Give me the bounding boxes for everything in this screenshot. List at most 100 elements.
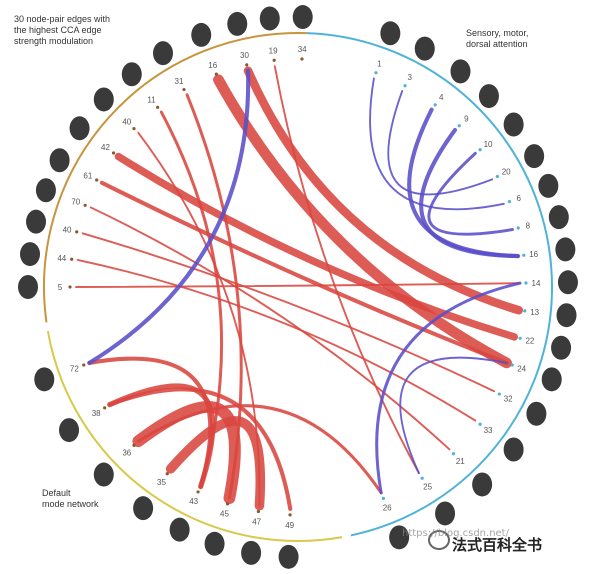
node-label: 40 [122,118,131,127]
node-label: 20 [502,168,511,177]
node-label: 33 [484,426,493,435]
node-dot [433,103,437,107]
brain-thumbnail [551,335,572,360]
node-dot [75,230,79,234]
node-label: 3 [408,73,413,82]
node-dot [196,490,200,494]
node-dot [507,199,511,204]
node-label: 72 [70,364,79,373]
brain-thumbnail [259,6,280,31]
brain-thumbnail [450,59,471,84]
brain-thumbnail [526,401,547,426]
brain-thumbnail [204,531,225,556]
edge-positive [107,383,216,490]
brain-thumbnail [478,84,499,109]
node-label: 6 [516,194,521,203]
edge-negative [419,127,520,259]
brain-thumbnail [26,209,47,234]
brain-thumbnail [20,242,41,267]
node-label: 32 [504,395,513,404]
node-label: 26 [383,504,392,513]
node-labels: 1349102068161413222432332125264947454335… [57,45,541,530]
edge-negative [369,77,505,211]
node-dot [524,281,528,285]
node-dot [478,148,482,152]
brain-thumbnail [241,540,262,565]
edge-positive [165,416,266,511]
brain-thumbnail [503,437,524,462]
edge-positive [243,66,524,315]
node-dot [182,87,186,92]
node-dot [256,509,261,514]
node-label: 13 [530,308,539,317]
brain-thumbnail [503,112,524,137]
edge-positive [75,282,521,288]
node-label: 19 [269,46,278,55]
brain-thumbnail [278,544,299,569]
legend-line: the highest CCA edge [14,25,102,35]
node-dot [478,422,482,426]
brain-thumbnail [556,303,577,328]
node-label: 4 [439,93,444,102]
node-dot [82,363,86,367]
legend-sensory-network: Sensory, motor, dorsal attention [466,28,576,50]
brain-thumbnail [538,173,559,198]
node-label: 5 [58,283,63,292]
edge-positive [114,152,519,341]
node-dot [288,513,292,517]
node-dot [83,203,87,207]
node-label: 1 [377,59,382,68]
legend-line: strength modulation [14,36,94,46]
brain-thumbnail [34,367,55,392]
legend-top-edges: 30 node-pair edges with the highest CCA … [14,14,134,47]
legend-line: Default [42,488,71,498]
node-label: 61 [83,171,92,180]
brain-thumbnail [69,116,90,141]
edge-positive [99,180,509,365]
node-dot [272,58,276,62]
node-dot [225,502,230,506]
node-label: 45 [220,509,229,518]
watermark-brand: 法式百科全书 [452,536,543,554]
edge-positive [132,401,241,505]
node-label: 47 [252,517,261,526]
brain-thumbnail [524,144,545,169]
brain-thumbnail [49,148,70,173]
node-label: 10 [484,140,493,149]
brain-thumbnail [93,87,114,112]
network-arc [43,32,307,323]
node-dot [70,257,74,261]
node-dot [245,63,249,67]
node-label: 49 [285,521,294,530]
brain-thumbnail [414,36,435,61]
legend-line: mode network [42,499,99,509]
node-dot [132,127,136,131]
legend-line: 30 node-pair edges with [14,14,111,24]
edge-positive [136,404,383,495]
node-dot [95,178,99,182]
brain-thumbnail [548,205,569,230]
wechat-logo-icon [428,530,450,550]
edge-negative [375,281,522,495]
node-dot [523,309,527,313]
brain-thumbnail [541,367,562,392]
network-arc [306,32,553,537]
node-label: 16 [208,61,217,70]
edge-positive [213,74,512,369]
edge-negative [387,90,494,196]
node-label: 70 [71,198,80,207]
node-dot [68,285,72,289]
node-dot [300,57,304,61]
brain-thumbnail [292,5,313,30]
brain-thumbnail [191,22,212,47]
node-dot [111,151,116,155]
edge-positive [76,258,477,422]
node-dot [510,363,514,367]
brain-thumbnail [227,11,248,36]
node-dot [518,336,522,340]
node-label: 8 [526,221,531,230]
node-label: 36 [122,448,131,457]
brain-thumbnail [557,270,578,295]
node-label: 38 [92,409,101,418]
